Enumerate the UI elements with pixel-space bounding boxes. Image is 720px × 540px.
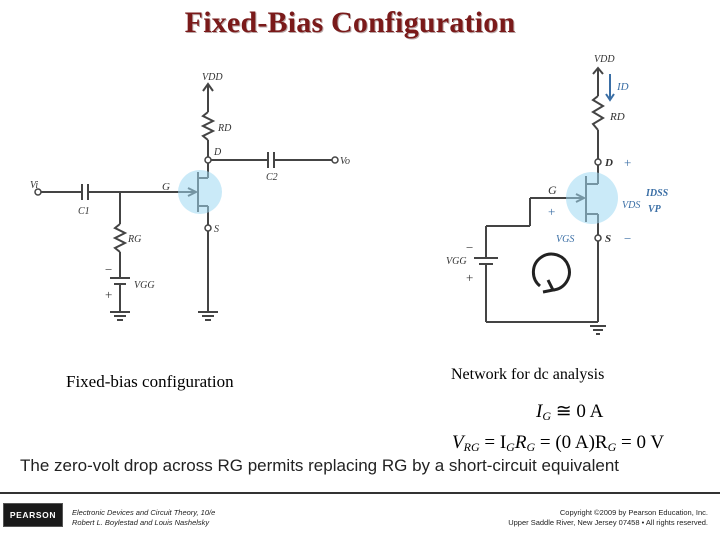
c2-label: C2 xyxy=(266,172,278,183)
vgg-minus-right: − xyxy=(466,240,473,255)
caption-fixed-bias: Fixed-bias configuration xyxy=(66,372,234,391)
d-label-left: D xyxy=(213,147,222,158)
vgg-plus-left: + xyxy=(105,287,112,302)
s-minus-label: − xyxy=(624,231,631,246)
caption-dc-analysis: Network for dc analysis xyxy=(451,366,605,383)
vgs-label: VGS xyxy=(556,234,574,245)
source-node-left xyxy=(204,224,212,232)
vo-node xyxy=(331,156,339,164)
fet-highlight-right xyxy=(566,172,618,224)
book-authors: Robert L. Boylestad and Louis Nashelsky xyxy=(72,518,210,527)
eq2-s2: G xyxy=(506,440,515,454)
eq2-t2: = I xyxy=(479,432,507,453)
copyright-line-1: Copyright ©2009 by Pearson Education, In… xyxy=(559,508,708,517)
loop-arrow-icon xyxy=(531,252,571,292)
eq2-t5: = 0 V xyxy=(616,432,665,453)
rd-resistor-right xyxy=(591,95,605,131)
drain-node-right xyxy=(594,158,602,166)
eq1-lhs-sub: G xyxy=(542,409,551,423)
book-title: Electronic Devices and Circuit Theory, 1… xyxy=(72,508,216,517)
eq2-s1: RG xyxy=(463,440,480,454)
copyright-line-2: Upper Saddle River, New Jersey 07458 • A… xyxy=(508,518,708,527)
vo-label: Vo xyxy=(340,156,350,167)
rg-resistor xyxy=(112,223,128,253)
fet-highlight-left xyxy=(178,170,222,214)
rd-label-right: RD xyxy=(609,111,625,123)
slide-title: Fixed-Bias Configuration xyxy=(184,6,516,39)
eq1-rhs: ≅ 0 A xyxy=(551,401,604,422)
vdd-label-left: VDD xyxy=(202,72,223,83)
vds-label: VDS xyxy=(622,200,640,211)
eq1-lhs: I xyxy=(536,401,543,422)
vdd-arrow-right xyxy=(592,66,604,75)
equation-vrg: VRG = IGRG = (0 A)RG = 0 V xyxy=(452,432,664,455)
eq2-s3: G xyxy=(526,440,536,454)
vgg-minus-left: − xyxy=(105,262,112,277)
right-circuit-labels: VDD ID RD D + G + IDSS VP VDS VGS S − VG… xyxy=(446,54,669,285)
vi-node xyxy=(34,188,42,196)
c1-label: C1 xyxy=(78,206,90,217)
vp-label: VP xyxy=(648,204,662,215)
eq2-s4: G xyxy=(607,440,617,454)
source-node-right xyxy=(594,234,602,242)
g-plus-label: + xyxy=(548,204,555,219)
book-credit: Electronic Devices and Circuit Theory, 1… xyxy=(72,508,215,528)
rd-resistor-left xyxy=(200,111,216,141)
vi-label: Vi xyxy=(30,180,38,191)
copyright-notice: Copyright ©2009 by Pearson Education, In… xyxy=(508,508,708,528)
left-circuit-labels: VDD RD D G S Vi C1 C2 Vo RG VGG − + xyxy=(30,72,350,302)
d-plus-label: + xyxy=(624,155,631,170)
vgg-label-right: VGG xyxy=(446,256,467,267)
s-label-right: S xyxy=(605,233,611,245)
eq2-t4: = (0 A)R xyxy=(535,432,608,453)
eq2-t1: V xyxy=(452,432,464,453)
g-label-right: G xyxy=(548,183,557,197)
d-label-right: D xyxy=(604,157,613,169)
rg-label: RG xyxy=(127,234,141,245)
drain-node-left xyxy=(204,156,212,164)
equation-ig: IG ≅ 0 A xyxy=(536,400,603,424)
rd-label-left: RD xyxy=(217,123,232,134)
footer-divider xyxy=(0,492,720,494)
vgg-label-left: VGG xyxy=(134,280,155,291)
g-label-left: G xyxy=(162,181,170,193)
eq2-t3: R xyxy=(514,432,527,453)
id-label: ID xyxy=(616,81,629,93)
vdd-label-right: VDD xyxy=(594,54,615,65)
vgg-plus-right: + xyxy=(466,270,473,285)
vdd-arrow-left xyxy=(202,82,214,92)
statement-text: The zero-volt drop across RG permits rep… xyxy=(20,456,620,475)
idss-label: IDSS xyxy=(645,188,669,199)
pearson-logo: PEARSON xyxy=(3,503,63,527)
s-label-left: S xyxy=(214,224,219,235)
